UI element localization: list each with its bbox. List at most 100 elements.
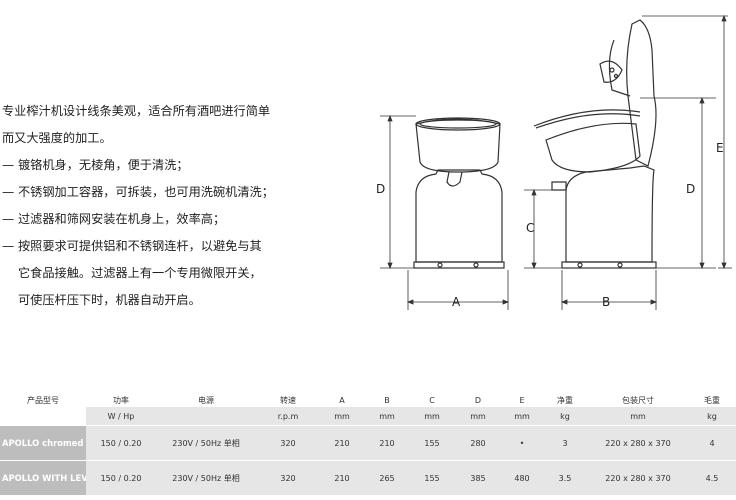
- foot-screw: [617, 262, 623, 268]
- dim-label-c: C: [526, 221, 534, 235]
- header-cell: 功率: [113, 396, 129, 405]
- header-cell: E: [519, 396, 525, 405]
- table-cell: 150 / 0.20: [86, 460, 156, 495]
- lever-bowl: [545, 122, 641, 173]
- dim-label-a: A: [452, 295, 461, 309]
- lever-arm: [608, 39, 631, 97]
- intro-line-2: 而又大强度的加工。: [2, 131, 112, 145]
- bullet-4-cont-2: 可使压杆压下时，机器自动开启。: [18, 293, 201, 307]
- product-description: 专业榨汁机设计线条美观，适合所有酒吧进行简单 而又大强度的加工。 —镀铬机身，无…: [2, 98, 302, 314]
- table-header-row: 产品型号 功率 电源 转速 A B C D E 净重 包装尺寸 毛重: [0, 394, 736, 407]
- header-cell: 包装尺寸: [622, 396, 654, 405]
- cone-dot: [609, 67, 615, 73]
- lever-press-cone: [599, 60, 623, 83]
- table-cell: 230V / 50Hz 单相: [156, 460, 256, 495]
- table-cell: 320: [256, 460, 320, 495]
- juicer-chromed-drawing: [413, 117, 505, 269]
- lever-column: [626, 19, 657, 167]
- foot-screw: [473, 262, 479, 268]
- base-foot: [413, 261, 505, 269]
- base-body: [415, 169, 503, 263]
- header-cell: 转速: [280, 396, 296, 405]
- foot-screw: [577, 262, 583, 268]
- juicer-lever-drawing: [533, 19, 657, 269]
- bullet-3-text: 过滤器和筛网安装在机身上，效率高；: [18, 212, 226, 226]
- table-cell: 230V / 50Hz 单相: [156, 425, 256, 461]
- unit-cell: r.p.m: [256, 407, 320, 426]
- bullet-4: —按照要求可提供铝和不锈钢连杆，以避免与其: [2, 233, 302, 260]
- dimension-lines: [380, 14, 732, 310]
- bullet-2-text: 不锈钢加工容器，可拆装，也可用洗碗机清洗；: [18, 185, 274, 199]
- unit-cell: mm: [502, 407, 542, 426]
- table-cell: 3.5: [542, 460, 588, 495]
- side-box: [551, 181, 567, 191]
- unit-cell: W / Hp: [86, 407, 156, 426]
- header-cell: 净重: [557, 396, 573, 405]
- header-cell: C: [429, 396, 435, 405]
- header-cell: 产品型号: [27, 396, 59, 405]
- dim-label-d-right: D: [686, 182, 695, 196]
- dim-label-b: B: [602, 295, 610, 309]
- table-cell: 155: [410, 460, 454, 495]
- dim-label-e: E: [716, 141, 724, 155]
- lever-lid-inner: [535, 113, 641, 129]
- table-row: APOLLO WITH LEVER 150 / 0.20 230V / 50Hz…: [0, 460, 736, 495]
- lever-base-foot: [561, 261, 657, 269]
- unit-cell: kg: [688, 407, 736, 426]
- lever-base-body: [565, 165, 655, 263]
- unit-cell: mm: [320, 407, 364, 426]
- table-cell: 280: [454, 425, 502, 461]
- bowl-rim-inner: [419, 119, 497, 129]
- bullet-4-text-1: 按照要求可提供铝和不锈钢连杆，以避免与其: [18, 239, 262, 253]
- unit-cell: mm: [588, 407, 688, 426]
- table-cell: 265: [364, 460, 410, 495]
- bullet-dash: —: [2, 185, 15, 199]
- table-cell: 220 x 280 x 370: [588, 460, 688, 495]
- table-cell: 320: [256, 425, 320, 461]
- table-cell: 4: [688, 425, 736, 461]
- header-cell: 毛重: [704, 396, 720, 405]
- table-cell: 150 / 0.20: [86, 425, 156, 461]
- bullet-1-text: 镀铬机身，无棱角，便于清洗；: [18, 158, 189, 172]
- intro-line-1: 专业榨汁机设计线条美观，适合所有酒吧进行简单: [2, 104, 271, 118]
- bullet-4-cont-1: 它食品接触。过滤器上有一个专用微限开关，: [18, 266, 262, 280]
- table-cell: 210: [320, 425, 364, 461]
- spec-table: 产品型号 功率 电源 转速 A B C D E 净重 包装尺寸 毛重 W / H…: [0, 394, 736, 495]
- table-cell: •: [502, 425, 542, 461]
- juicer-dimension-diagram: A B C D D E: [376, 14, 732, 310]
- bowl-rim: [415, 117, 501, 131]
- table-cell: 385: [454, 460, 502, 495]
- unit-cell: mm: [454, 407, 502, 426]
- bullet-1: —镀铬机身，无棱角，便于清洗；: [2, 152, 302, 179]
- unit-cell: mm: [364, 407, 410, 426]
- header-cell: 电源: [198, 396, 214, 405]
- bullet-dash: —: [2, 158, 15, 172]
- unit-cell: [156, 407, 256, 426]
- unit-cell: mm: [410, 407, 454, 426]
- table-cell: 155: [410, 425, 454, 461]
- model-name: APOLLO chromed: [0, 425, 86, 461]
- bullet-dash: —: [2, 239, 15, 253]
- table-cell: 220 x 280 x 370: [588, 425, 688, 461]
- cone-dot: [613, 73, 619, 79]
- table-units-row: W / Hp r.p.m mm mm mm mm mm kg mm kg: [0, 407, 736, 426]
- spout-shape: [446, 171, 463, 187]
- table-cell: 480: [502, 460, 542, 495]
- header-cell: B: [384, 396, 390, 405]
- header-cell: A: [339, 396, 345, 405]
- table-cell: 3: [542, 425, 588, 461]
- table-cell: 210: [364, 425, 410, 461]
- table-row: APOLLO chromed 150 / 0.20 230V / 50Hz 单相…: [0, 425, 736, 461]
- header-cell: D: [474, 396, 482, 405]
- bullet-2: —不锈钢加工容器，可拆装，也可用洗碗机清洗；: [2, 179, 302, 206]
- bowl-shape: [415, 118, 501, 173]
- unit-cell: kg: [542, 407, 588, 426]
- dim-label-d-left: D: [376, 182, 385, 196]
- foot-screw: [437, 262, 443, 268]
- table-cell: 210: [320, 460, 364, 495]
- bullet-3: —过滤器和筛网安装在机身上，效率高；: [2, 206, 302, 233]
- unit-cell: [0, 407, 86, 426]
- model-name: APOLLO WITH LEVER: [0, 460, 86, 495]
- bullet-dash: —: [2, 212, 15, 226]
- table-cell: 4.5: [688, 460, 736, 495]
